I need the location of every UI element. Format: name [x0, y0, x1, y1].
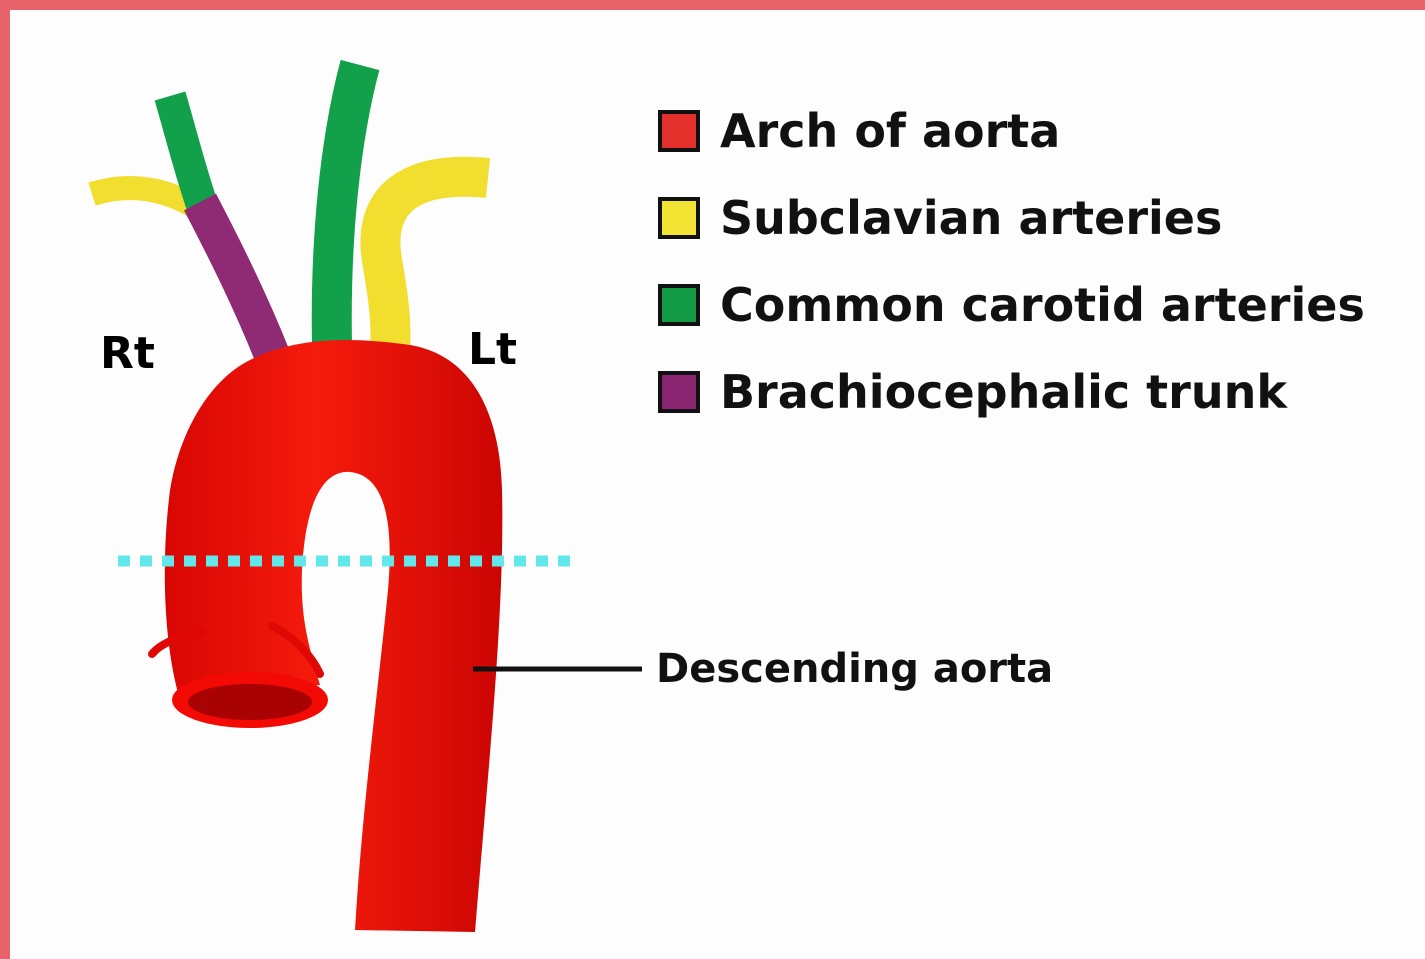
aortic-arch: [165, 340, 503, 932]
legend-label: Arch of aorta: [720, 104, 1060, 158]
purple-swatch: [658, 371, 700, 413]
yellow-swatch: [658, 197, 700, 239]
legend-label: Brachiocephalic trunk: [720, 365, 1287, 419]
legend-item: Brachiocephalic trunk: [658, 363, 1365, 421]
right-side-label: Rt: [100, 332, 155, 376]
left-side-label: Lt: [468, 328, 517, 372]
legend-label: Common carotid arteries: [720, 278, 1365, 332]
ascending-aorta-lumen: [188, 684, 312, 720]
legend-item: Common carotid arteries: [658, 276, 1365, 334]
green-swatch: [658, 284, 700, 326]
brachiocephalic-trunk: [200, 202, 272, 355]
descending-aorta-label: Descending aorta: [656, 646, 1053, 692]
legend-item: Arch of aorta: [658, 102, 1365, 160]
legend-item: Subclavian arteries: [658, 189, 1365, 247]
red-swatch: [658, 110, 700, 152]
left-common-carotid-artery: [332, 65, 360, 345]
legend-label: Subclavian arteries: [720, 191, 1222, 245]
